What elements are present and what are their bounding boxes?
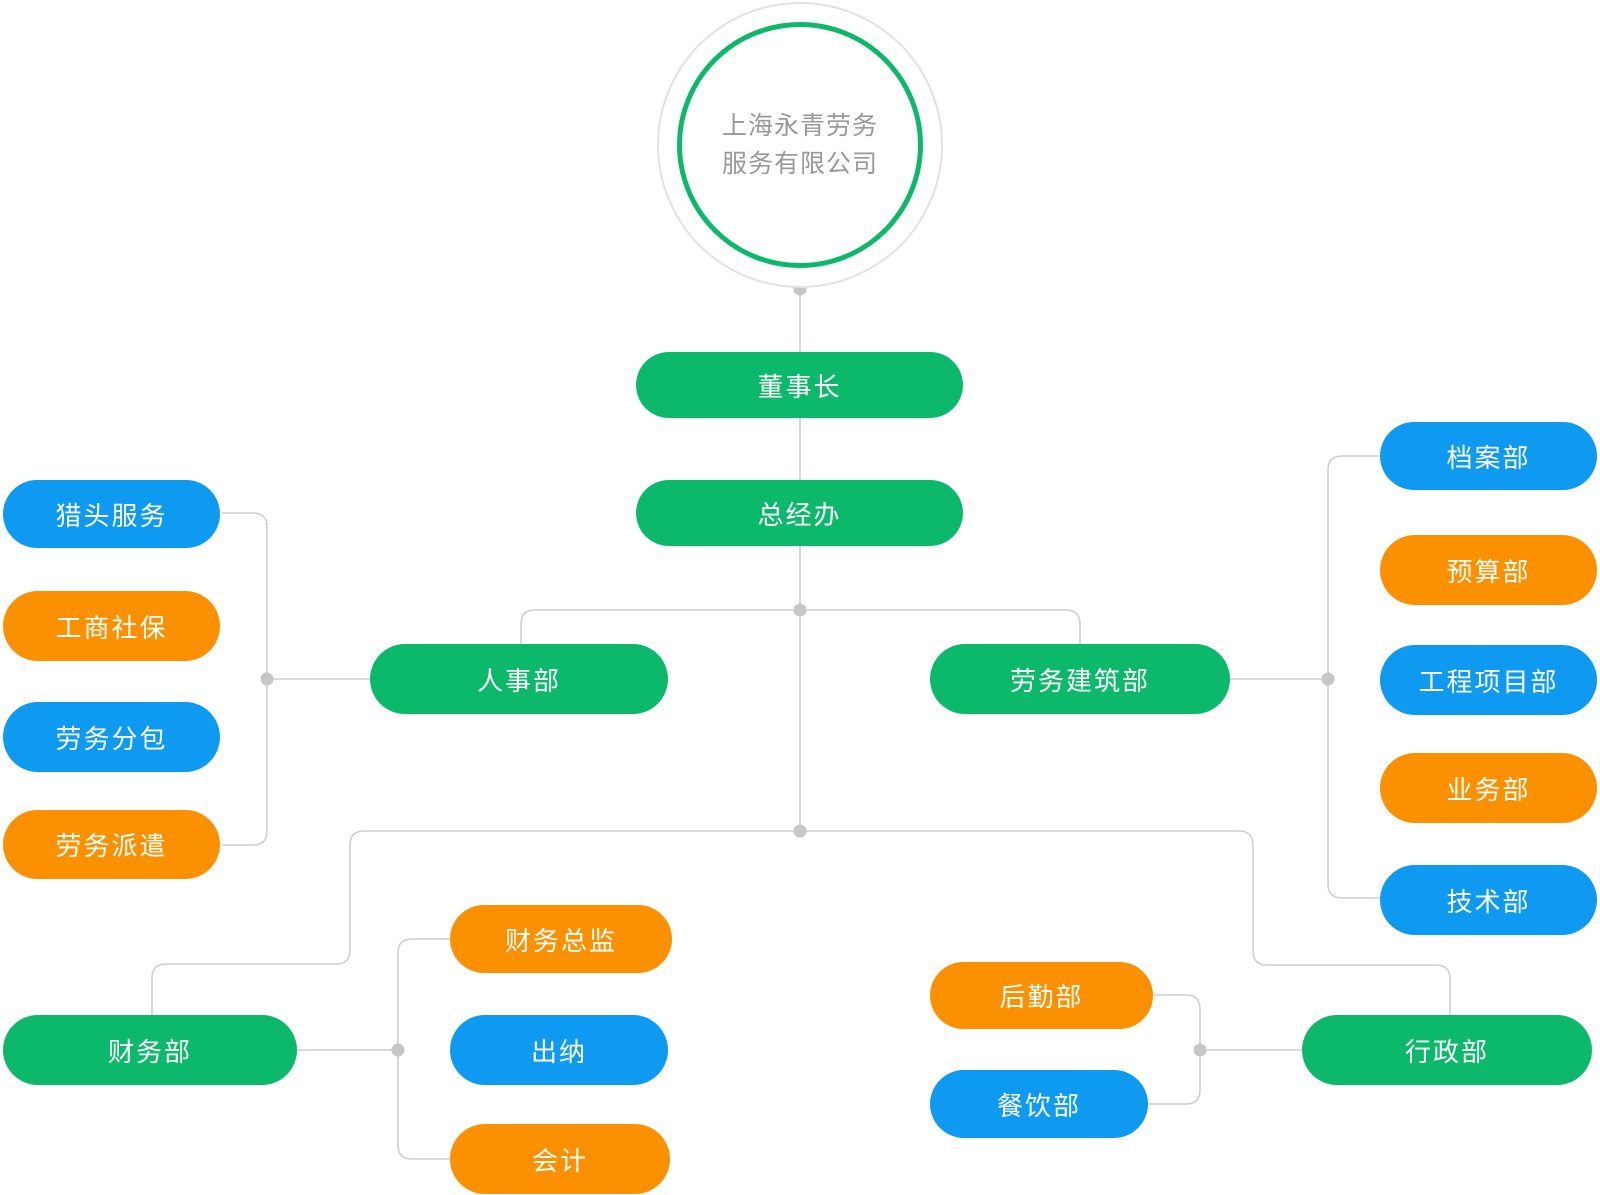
node-labor-construction-dept[interactable]: 劳务建筑部 <box>930 644 1230 714</box>
node-archive-dept[interactable]: 档案部 <box>1380 422 1597 490</box>
junction-dot-left-bracket <box>260 672 274 686</box>
node-label: 工程项目部 <box>1418 667 1559 698</box>
node-engineering-project-dept[interactable]: 工程项目部 <box>1380 645 1597 715</box>
node-label: 档案部 <box>1446 443 1531 474</box>
node-cashier[interactable]: 出纳 <box>450 1015 668 1085</box>
connector-split1-left <box>520 609 800 644</box>
node-finance-dept[interactable]: 财务部 <box>3 1015 297 1085</box>
node-logistics-dept[interactable]: 后勤部 <box>930 962 1153 1029</box>
node-business-dept[interactable]: 业务部 <box>1380 753 1597 823</box>
node-label: 劳务分包 <box>55 724 168 755</box>
node-label: 技术部 <box>1446 887 1531 918</box>
junction-dot-right-bracket <box>1321 672 1335 686</box>
node-label: 猎头服务 <box>55 501 168 532</box>
connector-finance-bracket <box>397 938 450 1160</box>
node-label: 财务总监 <box>504 926 617 957</box>
node-label: 总经办 <box>757 500 842 531</box>
connector-split2-left <box>151 830 800 1015</box>
node-accountant[interactable]: 会计 <box>450 1124 670 1194</box>
company-circle-ring: 上海永青劳务 服务有限公司 <box>677 22 923 268</box>
node-admin-dept[interactable]: 行政部 <box>1302 1015 1592 1085</box>
node-label: 餐饮部 <box>996 1091 1081 1122</box>
node-tech-dept[interactable]: 技术部 <box>1380 865 1597 935</box>
node-label: 业务部 <box>1446 775 1531 806</box>
node-hr-dept[interactable]: 人事部 <box>370 644 668 714</box>
node-label: 人事部 <box>476 666 561 697</box>
node-labor-subcontracting[interactable]: 劳务分包 <box>3 702 220 772</box>
node-label: 工商社保 <box>55 613 168 644</box>
connector-split2-right <box>800 830 1451 1015</box>
node-label: 后勤部 <box>999 983 1084 1013</box>
node-budget-dept[interactable]: 预算部 <box>1380 535 1597 605</box>
company-name-line1: 上海永青劳务 <box>721 111 878 140</box>
connector-right-bracket <box>1327 455 1380 899</box>
node-company-root[interactable]: 上海永青劳务 服务有限公司 <box>657 2 943 288</box>
node-finance-director[interactable]: 财务总监 <box>450 905 672 973</box>
node-labor-dispatch[interactable]: 劳务派遣 <box>3 810 220 879</box>
connector-left-bracket <box>222 512 268 846</box>
node-chairman[interactable]: 董事长 <box>636 352 963 418</box>
company-name-line2: 服务有限公司 <box>721 149 878 178</box>
node-industry-social-insurance[interactable]: 工商社保 <box>3 591 220 661</box>
node-label: 预算部 <box>1446 557 1531 588</box>
node-label: 出纳 <box>530 1037 587 1068</box>
junction-dot-split1 <box>793 603 807 617</box>
node-label: 董事长 <box>757 372 842 403</box>
node-label: 劳务建筑部 <box>1009 666 1150 697</box>
node-catering-dept[interactable]: 餐饮部 <box>930 1070 1148 1138</box>
node-headhunting-service[interactable]: 猎头服务 <box>3 480 220 548</box>
junction-dot-admin <box>1193 1043 1207 1057</box>
junction-dot-finance <box>391 1043 405 1057</box>
junction-dot-split2 <box>793 824 807 838</box>
node-label: 行政部 <box>1404 1037 1489 1068</box>
node-label: 劳务派遣 <box>55 832 168 862</box>
node-label: 财务部 <box>107 1037 192 1068</box>
node-label: 会计 <box>531 1146 588 1177</box>
connector-admin-bracket <box>1148 994 1201 1105</box>
node-gm-office[interactable]: 总经办 <box>636 480 963 546</box>
connector-split1-right <box>800 609 1081 644</box>
